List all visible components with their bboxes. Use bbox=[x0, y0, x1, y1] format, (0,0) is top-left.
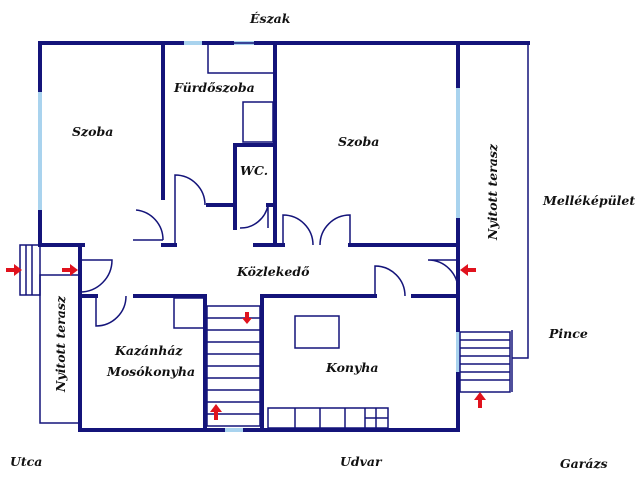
left-terrace bbox=[19, 244, 81, 424]
red-arrow-icon bbox=[460, 264, 476, 276]
right-terrace bbox=[458, 42, 529, 393]
red-arrow-icon bbox=[6, 264, 22, 276]
boiler-room-label: Kazánház bbox=[114, 343, 183, 358]
room-right-label: Szoba bbox=[338, 134, 379, 149]
street-label: Utca bbox=[10, 454, 42, 469]
open-terrace-right-label: Nyitott terasz bbox=[485, 143, 500, 241]
utility-kitchen-label: Mosókonyha bbox=[106, 364, 195, 379]
red-arrow-icon bbox=[210, 404, 222, 420]
bathroom-label: Fürdőszoba bbox=[173, 80, 255, 95]
outbuilding-label: Melléképület bbox=[542, 193, 635, 208]
north-label: Észak bbox=[249, 11, 291, 26]
garage-label: Garázs bbox=[560, 456, 608, 471]
cellar-label: Pince bbox=[548, 326, 588, 341]
entrance-arrows bbox=[6, 264, 486, 420]
corridor-label: Közlekedő bbox=[236, 264, 310, 279]
red-arrow-icon bbox=[62, 264, 78, 276]
yard-label: Udvar bbox=[340, 454, 383, 469]
labels: Észak Szoba Fürdőszoba Szoba WC. Nyitott… bbox=[10, 11, 635, 471]
room-left-label: Szoba bbox=[72, 124, 113, 139]
down-arrow-icon bbox=[242, 312, 252, 324]
interior-walls bbox=[38, 41, 460, 432]
wc-label: WC. bbox=[240, 163, 268, 178]
open-terrace-left-label: Nyitott terasz bbox=[53, 295, 68, 393]
kitchen-furniture bbox=[267, 315, 389, 429]
kitchen-label: Konyha bbox=[325, 360, 378, 375]
red-arrow-icon bbox=[474, 392, 486, 408]
doors bbox=[79, 174, 459, 327]
windows bbox=[38, 41, 460, 432]
